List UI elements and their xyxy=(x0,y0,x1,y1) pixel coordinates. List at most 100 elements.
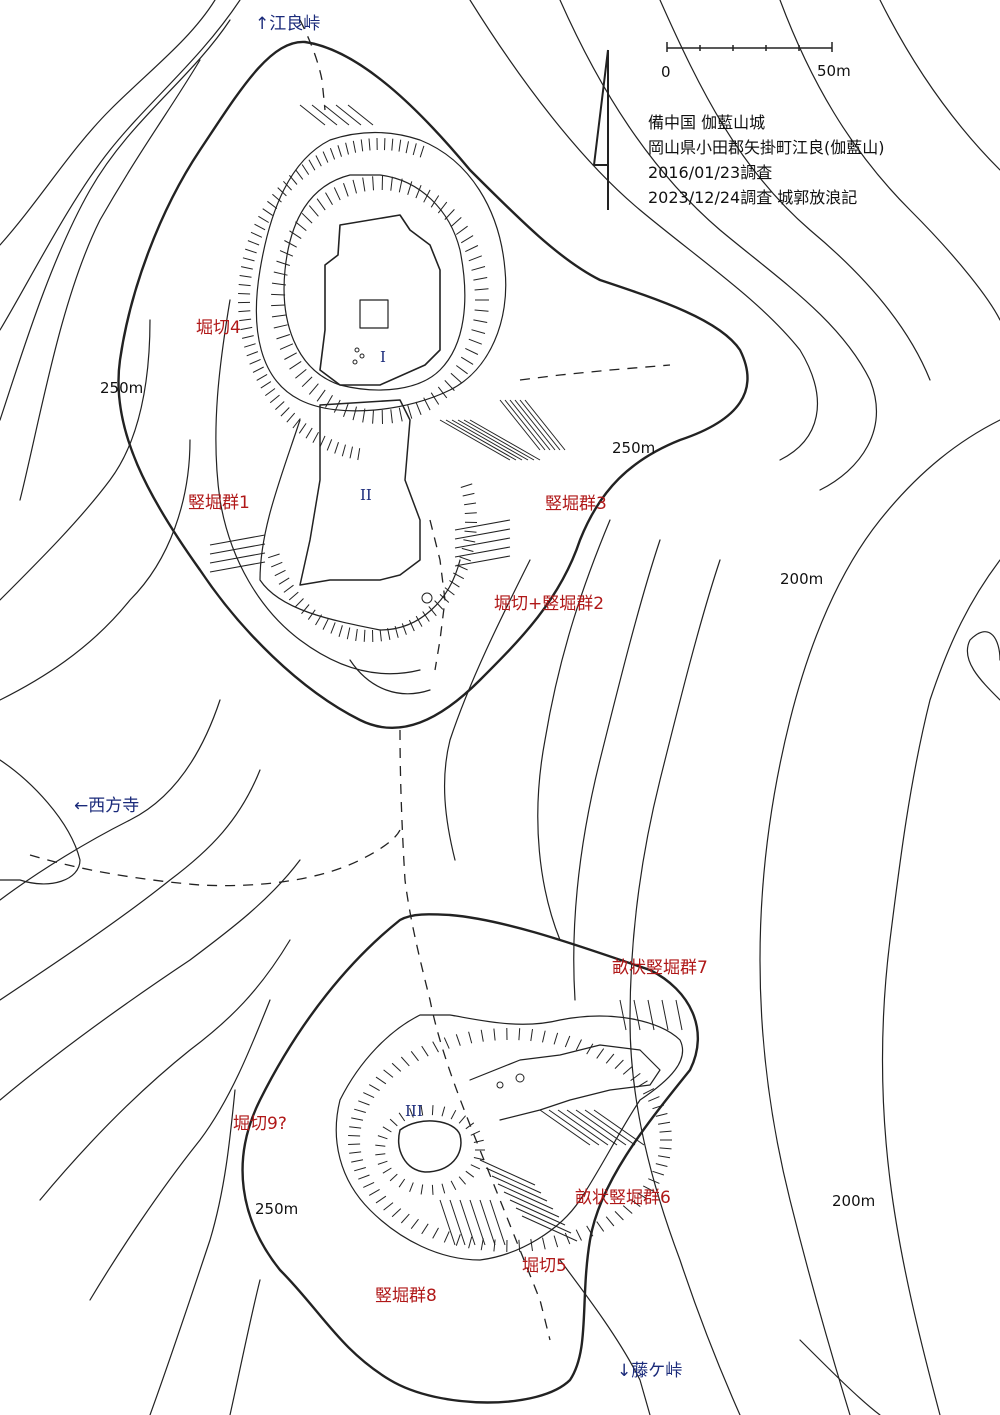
hachure-mark xyxy=(338,625,343,637)
contour-line xyxy=(0,319,151,601)
hachure-mark xyxy=(372,409,374,424)
hachure-mark xyxy=(407,405,413,419)
contour-line xyxy=(559,0,877,491)
hachure-mark xyxy=(460,483,473,488)
hachure-mark xyxy=(539,1109,591,1146)
hachure-mark xyxy=(256,373,268,381)
hachure-mark xyxy=(238,284,251,287)
contour-line xyxy=(559,1259,651,1415)
hachure-mark xyxy=(280,407,290,417)
enclosure-I-wall xyxy=(319,214,441,386)
hachure-mark xyxy=(648,1178,660,1184)
hachure-mark xyxy=(655,1163,668,1167)
trail-west xyxy=(29,829,401,887)
hachure-mark xyxy=(441,1183,446,1194)
hachure-mark xyxy=(465,1122,475,1130)
hachure-mark xyxy=(379,629,382,642)
hachure-mark xyxy=(444,209,455,220)
hachure-mark xyxy=(575,1109,627,1146)
hachure-mark xyxy=(605,1216,615,1227)
hachure-mark xyxy=(301,212,313,224)
hachure-mark xyxy=(509,1199,566,1226)
hachure-mark xyxy=(238,293,251,295)
hachure-mark xyxy=(456,365,468,375)
contour-line xyxy=(573,539,661,1001)
hachure-mark xyxy=(209,561,266,573)
hachure-mark xyxy=(415,401,422,415)
hachure-mark xyxy=(454,519,511,531)
hachure-mark xyxy=(431,1184,434,1195)
contour-line xyxy=(469,0,819,461)
hachure-mark xyxy=(278,577,290,585)
terrace-line xyxy=(215,299,421,675)
hachure-mark xyxy=(249,358,261,365)
hachure-mark xyxy=(439,594,450,603)
pit-mark xyxy=(359,353,365,359)
hachure-mark xyxy=(450,1180,457,1191)
feature-unejo7: 畝状竪堀群7 xyxy=(612,958,708,978)
hachure-mark xyxy=(509,399,551,451)
hachure-mark xyxy=(423,189,431,203)
hachure-mark xyxy=(398,178,403,193)
hachure-mark xyxy=(405,141,409,154)
hachure-mark xyxy=(596,1048,605,1059)
hachure-mark xyxy=(473,1139,484,1143)
title-line-2: 岡山県小田郡矢掛町江良(伽藍山) xyxy=(648,138,885,157)
hachure-mark xyxy=(398,1112,406,1122)
hachure-mark xyxy=(655,1113,668,1117)
scale-end-label: 50m xyxy=(817,62,851,80)
hachure-mark xyxy=(400,1056,410,1067)
hachure-mark xyxy=(519,399,561,451)
hachure-mark xyxy=(209,543,266,555)
hachure-mark xyxy=(622,1205,633,1214)
hachure-mark xyxy=(409,1108,414,1118)
hachure-mark xyxy=(247,240,260,246)
hachure-mark xyxy=(288,591,299,601)
hachure-mark xyxy=(391,138,394,151)
hachure-mark xyxy=(458,1115,466,1124)
feature-tatebori8: 竪堀群8 xyxy=(375,1286,437,1306)
hachure-mark xyxy=(605,1053,615,1064)
hachure-mark xyxy=(464,502,477,506)
hachure-mark xyxy=(658,1155,671,1159)
trail-ridge-center xyxy=(399,729,551,1341)
hachure-mark xyxy=(354,1108,366,1113)
hachure-mark xyxy=(276,334,290,340)
pit-mark xyxy=(421,592,433,604)
hachure-mark xyxy=(454,537,511,549)
hachure-mark xyxy=(420,1105,424,1116)
hachure-mark xyxy=(410,1218,419,1230)
hachure-mark xyxy=(622,1066,633,1075)
hachure-mark xyxy=(239,275,252,278)
contour-line xyxy=(659,0,931,381)
hachure-mark xyxy=(301,604,310,615)
hachure-mark xyxy=(319,435,326,448)
hachure-mark xyxy=(298,423,307,434)
hachure-mark xyxy=(341,444,346,457)
hachure-mark xyxy=(209,534,266,546)
hachure-mark xyxy=(630,1198,641,1208)
feature-horikiri4: 堀切4 xyxy=(196,318,241,338)
hachure-mark xyxy=(307,609,316,620)
hachure-mark xyxy=(459,1199,476,1246)
feature-horikiri5: 堀切5 xyxy=(522,1256,567,1276)
hachure-mark xyxy=(659,1130,672,1133)
hachure-mark xyxy=(407,181,413,195)
hachure-mark xyxy=(348,1143,361,1145)
title-line-3: 2016/01/23調査 xyxy=(648,163,773,182)
hachure-mark xyxy=(311,104,338,126)
direction-north: ↑江良峠 xyxy=(255,14,321,34)
hachure-mark xyxy=(428,606,437,617)
hachure-mark xyxy=(564,1232,571,1245)
hachure-mark xyxy=(410,1050,419,1062)
hachure-mark xyxy=(408,619,415,632)
hachure-mark xyxy=(284,352,297,360)
trail-north xyxy=(299,19,326,111)
hachure-mark xyxy=(345,142,349,155)
hachure-mark xyxy=(275,401,285,410)
hachure-mark xyxy=(239,318,252,322)
hachure-mark xyxy=(262,208,273,216)
hachure-mark xyxy=(421,1223,429,1235)
hachure-mark xyxy=(530,1029,533,1042)
